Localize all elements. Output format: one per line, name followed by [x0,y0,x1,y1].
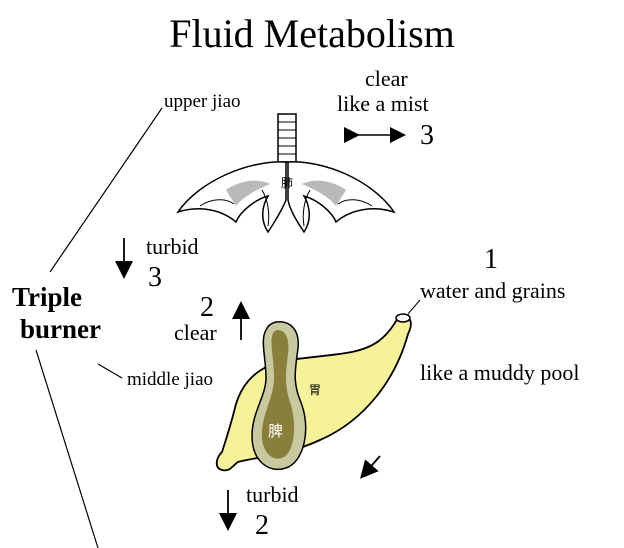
triple-burner-label-line2: burner [20,316,101,343]
middle-jiao-label: middle jiao [127,370,213,389]
lung-character: 肺 [281,177,293,189]
spleen-character: 脾 [268,424,283,439]
water-and-grains-label: water and grains [420,280,565,302]
middle-jiao-leader-line [98,364,122,378]
lung-illustration [178,114,394,232]
stomach-character: 胃 [309,384,321,396]
clear-mid-label: clear [174,322,217,344]
like-a-mist-label: like a mist [337,93,429,115]
turbid-upper-label: turbid [146,236,199,258]
down-left-arrow-icon [366,456,380,472]
clear-label: clear [365,68,408,90]
triple-burner-label-line1: Triple [12,284,82,311]
turbid-lower-label: turbid [246,484,299,506]
turbid-upper-number: 3 [148,264,162,292]
turbid-lower-number: 2 [255,512,269,540]
clear-mid-number: 2 [200,294,214,322]
triple-burner-bottom-leader-line [36,350,98,548]
muddy-pool-label: like a muddy pool [420,362,579,384]
mist-number: 3 [420,122,434,150]
upper-jiao-label: upper jiao [164,92,241,111]
water-number: 1 [484,246,498,274]
diagram-title: Fluid Metabolism [0,14,624,54]
water-pointer-line [408,300,420,314]
